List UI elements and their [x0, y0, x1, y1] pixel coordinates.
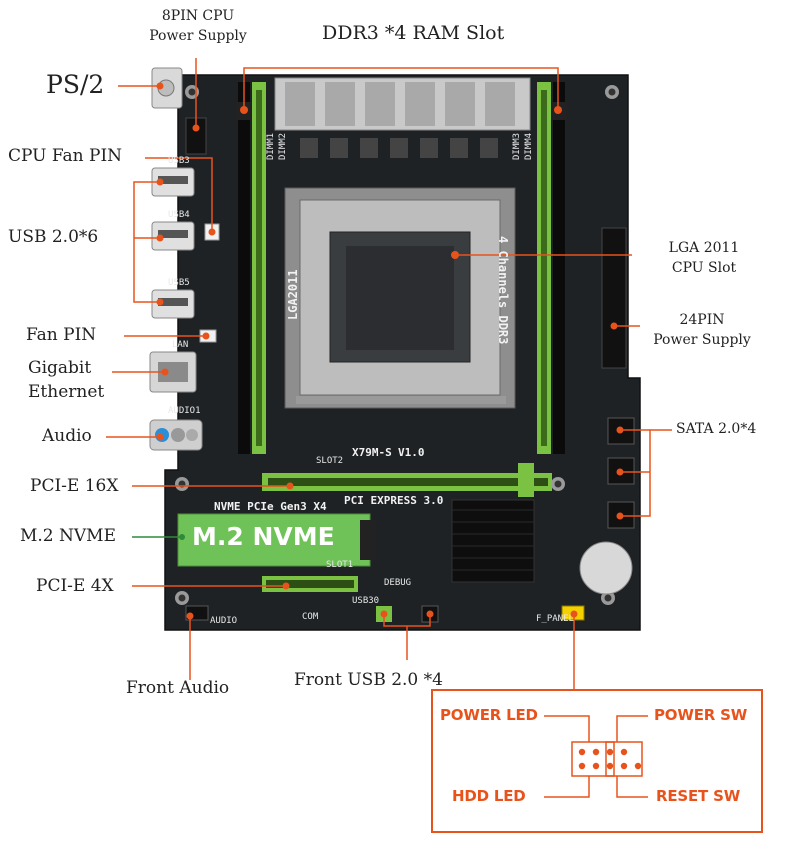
m2-callout-dot: [179, 534, 185, 540]
ram-slots: [236, 82, 567, 454]
silk-dimm1: DIMM1: [266, 132, 276, 160]
atx-24pin-label-line1: 24PIN: [679, 312, 725, 328]
lga-label-line1: LGA 2011: [668, 240, 740, 256]
cmos-battery: [579, 541, 633, 595]
front-usb-label: Front USB 2.0 *4: [294, 670, 443, 690]
usb-ports: [151, 167, 195, 319]
silk-debug: DEBUG: [384, 578, 412, 588]
silk-usb30: USB30: [352, 596, 380, 606]
silk-audio1: AUDIO1: [168, 406, 201, 416]
callout-lines: [106, 58, 672, 690]
front-audio-label: Front Audio: [126, 678, 230, 698]
silk-slot2: SLOT2: [316, 456, 344, 466]
silk-usb4: USB4: [168, 210, 190, 220]
ethernet-label-line2: Ethernet: [28, 382, 105, 402]
silk-model: X79M-S: [352, 446, 392, 459]
cpu-power-label-line2: Power Supply: [149, 28, 247, 44]
silk-lan: LAN: [172, 340, 189, 350]
sata-label: SATA 2.0*4: [676, 421, 757, 437]
pcie-16x-slot: [262, 463, 552, 497]
cpu-socket: [284, 187, 516, 409]
hdd-led-label: HDD LED: [452, 787, 526, 805]
silk-usb3: USB3: [168, 156, 190, 166]
ram-slot-label: DDR3 *4 RAM Slot: [322, 22, 505, 44]
chipset-heatsink: [451, 499, 535, 583]
silk-lga: LGA2011: [286, 269, 300, 320]
silk-usb5: USB5: [168, 278, 190, 288]
audio-label: Audio: [42, 426, 92, 446]
silk-audio: AUDIO: [210, 616, 238, 626]
reset-sw-label: RESET SW: [656, 787, 741, 805]
atx-24pin-label-line2: Power Supply: [653, 332, 751, 348]
usb-label: USB 2.0*6: [8, 227, 99, 247]
vrm-components: [274, 77, 531, 158]
m2-nvme-card: [177, 513, 376, 567]
silk-pcie3: PCI EXPRESS 3.0: [344, 494, 444, 507]
front-panel-wires: [544, 715, 648, 798]
silk-channels: 4 Channels DDR3: [496, 236, 510, 345]
silk-com: COM: [302, 612, 319, 622]
pcie-4x-slot: [262, 576, 358, 592]
front-panel-box: [431, 689, 763, 833]
silk-f-panel: F_PANEL: [536, 614, 574, 624]
front-panel-pin-header: [571, 741, 643, 777]
nvme-card-label: M.2 NVME: [192, 522, 335, 551]
silk-dimm4: DIMM4: [524, 132, 534, 160]
ps2-label: PS/2: [46, 70, 105, 99]
silk-dimm3: DIMM3: [512, 132, 522, 160]
power-led-label: POWER LED: [440, 706, 538, 724]
silk-slot1: SLOT1: [326, 560, 354, 570]
cpu-power-label-line1: 8PIN CPU: [161, 8, 235, 24]
silk-dimm2: DIMM2: [278, 132, 288, 160]
pcie16-label: PCI-E 16X: [30, 476, 119, 496]
silk-nvme: NVME PCIe Gen3 X4: [214, 500, 327, 513]
fan-pin-label: Fan PIN: [26, 325, 97, 345]
pcie4-label: PCI-E 4X: [36, 576, 114, 596]
silk-version: V1.0: [398, 446, 425, 459]
m2-label: M.2 NVME: [20, 526, 116, 546]
lga-label-line2: CPU Slot: [671, 260, 737, 276]
callout-dots: [156, 82, 624, 620]
ethernet-label-line1: Gigabit: [28, 358, 92, 378]
atx-24pin-connector: [601, 227, 627, 369]
cpu-fan-label: CPU Fan PIN: [8, 146, 123, 166]
power-sw-label: POWER SW: [654, 706, 748, 724]
